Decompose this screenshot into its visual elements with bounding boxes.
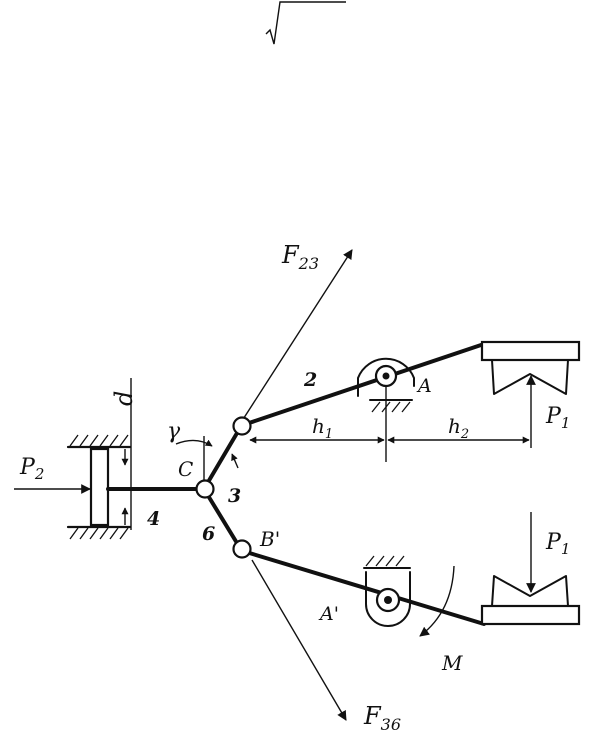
pivot-a-support: [357, 357, 415, 462]
top-artifact: [265, 1, 346, 45]
gamma-arc: [175, 439, 213, 447]
label-a-prime: A': [318, 603, 339, 625]
joint-b-prime: [232, 539, 252, 559]
label-a: A: [416, 375, 432, 397]
label-b-prime: B': [259, 527, 280, 551]
moment-arrow: [419, 565, 455, 637]
label-link-2: 2: [303, 369, 317, 391]
label-f36: F36: [363, 702, 401, 734]
label-c: C: [178, 457, 193, 481]
cylinder: [66, 434, 200, 540]
link-6-lower: [202, 487, 242, 550]
label-p1-top: P1: [545, 404, 570, 432]
d-dimension: [121, 378, 132, 530]
cylinder-bottom-hatch: [69, 527, 129, 540]
label-h2: h2: [448, 414, 469, 442]
lower-jaw: [480, 575, 581, 626]
label-link-4: 4: [147, 508, 160, 530]
label-d: d: [110, 391, 138, 406]
force-f36-arrow: [251, 559, 347, 721]
label-link-3: 3: [228, 485, 241, 507]
label-moment: M: [441, 651, 463, 675]
gamma-arc-return: [231, 453, 239, 469]
label-p1-bottom: P1: [545, 530, 570, 558]
link-3-upper: [202, 426, 242, 491]
joint-upper: [232, 416, 252, 436]
upper-jaw: [480, 340, 581, 395]
label-link-6: 6: [202, 523, 215, 545]
label-gamma: γ: [167, 419, 181, 444]
joint-c: [195, 479, 215, 499]
cylinder-top-hatch: [69, 434, 129, 447]
force-f23-arrow: [239, 249, 353, 425]
lever-2-upper: [244, 342, 486, 426]
label-p2: P2: [19, 455, 44, 483]
label-f23: F23: [281, 241, 319, 273]
label-h1: h1: [312, 414, 333, 442]
pivot-a-prime-support: [363, 555, 411, 627]
piston: [89, 447, 110, 527]
